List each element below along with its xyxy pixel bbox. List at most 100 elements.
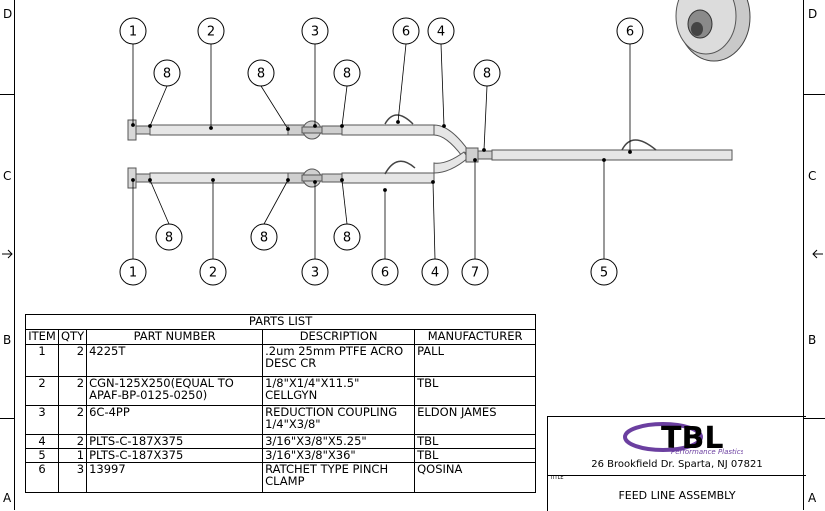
cell-part-number: CGN-125X250(EQUAL TO APAF-BP-0125-0250) bbox=[86, 376, 264, 406]
cell-description: 1/8"X1/4"X11.5" CELLGYN bbox=[262, 376, 416, 406]
balloon-number: 2 bbox=[207, 25, 215, 40]
title-block-divider bbox=[548, 475, 806, 476]
top-balloon-8: 8 bbox=[473, 59, 501, 87]
bottom-balloon-8: 8 bbox=[250, 223, 278, 251]
main-feed-line bbox=[465, 139, 733, 163]
balloon-number: 8 bbox=[343, 231, 351, 246]
title-label: TITLE bbox=[550, 475, 564, 481]
leader-line bbox=[263, 179, 289, 225]
cell-item: 3 bbox=[25, 405, 59, 435]
top-balloon-1: 1 bbox=[119, 17, 147, 45]
parts-list-table: PARTS LIST ITEM QTY PART NUMBER DESCRIPT… bbox=[24, 314, 537, 493]
bottom-balloon-4: 4 bbox=[421, 258, 449, 286]
cell-description: RATCHET TYPE PINCH CLAMP bbox=[262, 462, 416, 493]
leader-arrow bbox=[313, 180, 317, 184]
cell-qty: 1 bbox=[57, 448, 88, 463]
balloon-number: 4 bbox=[437, 25, 445, 40]
leader-arrow bbox=[148, 124, 152, 128]
zone-letter-b-right: B bbox=[808, 333, 817, 347]
header-manufacturer: MANUFACTURER bbox=[414, 329, 537, 345]
balloon-number: 3 bbox=[311, 266, 319, 281]
leader-arrow bbox=[383, 188, 387, 192]
cell-item: 2 bbox=[25, 376, 59, 406]
bottom-balloon-5: 5 bbox=[590, 258, 618, 286]
table-row: 3 2 6C-4PP REDUCTION COUPLING 1/4"X3/8" … bbox=[25, 405, 537, 435]
balloon-number: 6 bbox=[381, 266, 389, 281]
cell-part-number: 4225T bbox=[86, 344, 264, 377]
company-address: 26 Brookfield Dr. Sparta, NJ 07821 bbox=[591, 459, 763, 470]
balloon-number: 6 bbox=[402, 25, 410, 40]
balloon-number: 1 bbox=[129, 25, 137, 40]
balloon-number: 2 bbox=[209, 266, 217, 281]
balloon-number: 6 bbox=[626, 25, 634, 40]
svg-text:TBL: TBL bbox=[661, 421, 723, 455]
cell-item: 5 bbox=[25, 448, 59, 463]
leader-line bbox=[432, 181, 436, 260]
leader-arrow bbox=[340, 178, 344, 182]
balloon-number: 5 bbox=[600, 266, 608, 281]
header-part-number: PART NUMBER bbox=[86, 329, 264, 345]
leader-lines bbox=[131, 43, 632, 260]
bottom-balloon-1: 1 bbox=[119, 258, 147, 286]
company-logo: TBL Performance Plastics bbox=[623, 421, 745, 456]
cell-item: 1 bbox=[25, 344, 59, 377]
cell-description: REDUCTION COUPLING 1/4"X3/8" bbox=[262, 405, 416, 435]
balloon-number: 8 bbox=[165, 231, 173, 246]
top-balloon-2: 2 bbox=[197, 17, 225, 45]
bottom-balloon-2: 2 bbox=[199, 258, 227, 286]
bottom-balloon-8: 8 bbox=[155, 223, 183, 251]
cell-qty: 2 bbox=[57, 405, 88, 435]
cell-description: .2um 25mm PTFE ACRO DESC CR bbox=[262, 344, 416, 377]
parts-list-title: PARTS LIST bbox=[24, 314, 537, 330]
cell-part-number: 6C-4PP bbox=[86, 405, 264, 435]
balloon-number: 1 bbox=[129, 266, 137, 281]
cell-manufacturer: TBL bbox=[414, 434, 537, 449]
zone-letter-b-left: B bbox=[3, 333, 12, 347]
leader-arrow bbox=[286, 178, 290, 182]
cell-qty: 2 bbox=[57, 344, 88, 377]
leader-arrow bbox=[602, 158, 606, 162]
leader-arrow bbox=[148, 178, 152, 182]
balloon-number: 8 bbox=[260, 231, 268, 246]
cell-manufacturer: TBL bbox=[414, 376, 537, 406]
zone-letter-a-left: A bbox=[3, 491, 12, 505]
drawing-title: FEED LINE ASSEMBLY bbox=[618, 489, 736, 502]
table-row: 4 2 PLTS-C-187X375 3/16"X3/8"X5.25" TBL bbox=[25, 434, 537, 449]
leader-arrow bbox=[313, 124, 317, 128]
leader-arrow bbox=[340, 124, 344, 128]
upper-feed-line bbox=[127, 114, 469, 157]
zone-letter-c-left: C bbox=[3, 169, 12, 183]
balloon-number: 8 bbox=[343, 67, 351, 82]
table-row: 2 2 CGN-125X250(EQUAL TO APAF-BP-0125-02… bbox=[25, 376, 537, 406]
title-block: TBL Performance Plastics 26 Brookfield D… bbox=[547, 416, 806, 511]
zone-letter-d-left: D bbox=[3, 7, 13, 21]
top-balloon-8: 8 bbox=[333, 59, 361, 87]
balloon-number: 8 bbox=[257, 67, 265, 82]
cell-manufacturer: ELDON JAMES bbox=[414, 405, 537, 435]
cell-manufacturer: PALL bbox=[414, 344, 537, 377]
balloon-number: 3 bbox=[311, 25, 319, 40]
leader-arrow bbox=[131, 178, 135, 182]
top-balloon-3: 3 bbox=[301, 17, 329, 45]
cell-item: 4 bbox=[25, 434, 59, 449]
leader-line bbox=[149, 179, 170, 225]
balloon-number: 8 bbox=[483, 67, 491, 82]
leader-arrow bbox=[209, 126, 213, 130]
cell-item: 6 bbox=[25, 462, 59, 493]
leader-arrow bbox=[473, 158, 477, 162]
top-balloon-8: 8 bbox=[153, 59, 181, 87]
svg-text:Performance Plastics: Performance Plastics bbox=[671, 448, 743, 455]
leader-line bbox=[483, 85, 488, 151]
zone-letter-c-right: C bbox=[808, 169, 817, 183]
cell-part-number: PLTS-C-187X375 bbox=[86, 434, 264, 449]
cell-qty: 3 bbox=[57, 462, 88, 493]
leader-arrow bbox=[396, 120, 400, 124]
balloon-number: 4 bbox=[431, 266, 439, 281]
leader-arrow bbox=[431, 180, 435, 184]
cell-part-number: PLTS-C-187X375 bbox=[86, 448, 264, 463]
cell-part-number: 13997 bbox=[86, 462, 264, 493]
leader-line bbox=[149, 85, 168, 127]
zone-letter-d-right: D bbox=[808, 7, 818, 21]
top-balloon-6: 6 bbox=[616, 17, 644, 45]
